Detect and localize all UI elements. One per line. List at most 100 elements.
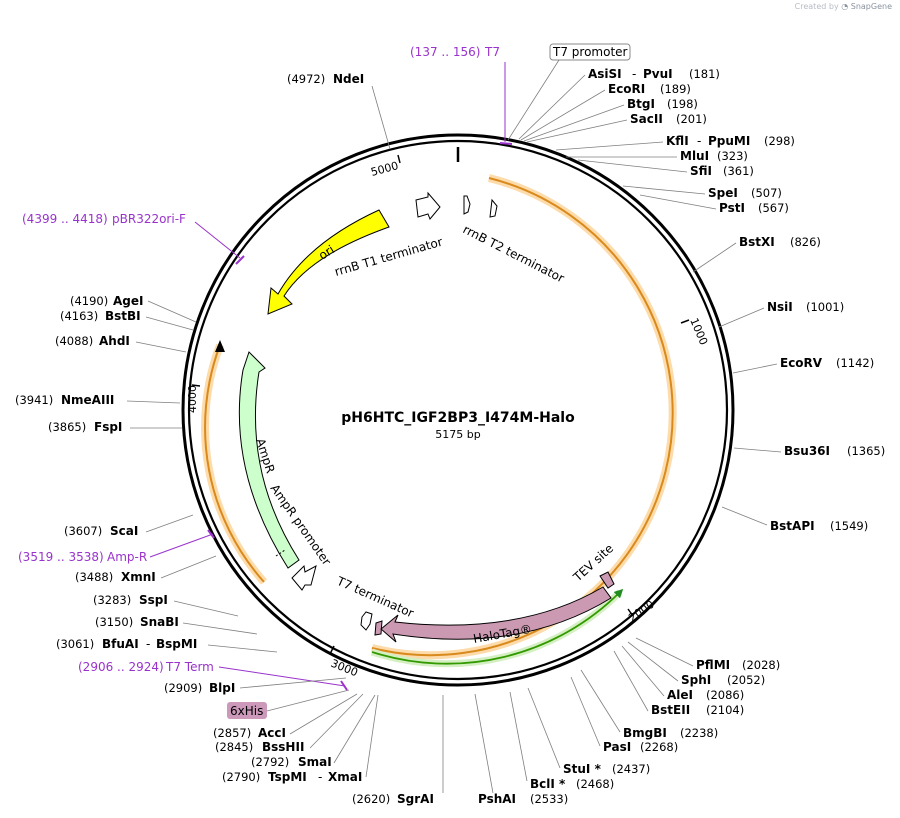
rrnb-t1-icon — [415, 191, 441, 220]
ori-feature — [267, 209, 390, 315]
his-tag-box — [227, 702, 267, 719]
backbone-outer — [181, 133, 735, 687]
enzyme-sphi: SphI — [681, 673, 711, 687]
enzyme-separator: - — [697, 134, 701, 148]
enzyme-blpi: BlpI — [209, 681, 235, 695]
primer-t7: (137 .. 156) T7 — [410, 45, 513, 145]
enzyme-bstapi: BstAPI — [770, 519, 815, 533]
primer-t7-name: T7 — [484, 45, 500, 59]
enzyme-separator: - — [146, 637, 150, 651]
enzyme-snabi: SnaBI — [140, 615, 179, 629]
enzyme-blpi-pos: (2909) — [164, 681, 202, 695]
enzyme-bcli-pos: (2468) — [576, 777, 614, 791]
primer-ampr-range: (3519 .. 3538) — [18, 550, 104, 564]
t7-promoter-box — [549, 43, 631, 61]
enzyme-xmni: XmnI — [121, 570, 156, 584]
primer-ampr-name: Amp-R — [107, 550, 147, 564]
tick-label-5000: 5000 — [369, 159, 399, 179]
enzyme-pshai-pos: (2533) — [530, 792, 568, 806]
tick-label-1000: 1000 — [687, 316, 710, 347]
enzyme-psti-pos: (567) — [758, 201, 789, 215]
enzyme-sgrai-pos: (2620) — [352, 792, 390, 806]
orf-arrow-head — [215, 340, 225, 352]
enzyme-kfli: KflI — [666, 134, 689, 148]
tick-label-3000: 3000 — [329, 657, 360, 680]
enzyme-nmeaiii: NmeAIII — [61, 393, 114, 407]
enzyme-acci: AccI — [258, 726, 286, 740]
enzyme-stui-pos: (2437) — [612, 762, 650, 776]
enzyme-nmeaiii-pos: (3941) — [15, 393, 53, 407]
primer-t7term-range: (2906 .. 2924) — [78, 660, 164, 674]
enzyme-bsteii-pos: (2104) — [706, 703, 744, 717]
enzyme-kfli-pos: (298) — [764, 134, 795, 148]
credit-brand: SnapGene — [850, 2, 892, 11]
enzyme-bsteii: BstEII — [651, 703, 690, 717]
enzyme-spei: SpeI — [708, 186, 738, 200]
orf-arc-left — [201, 343, 267, 585]
tick-label-2000: 2000 — [626, 598, 656, 625]
enzyme-separator: - — [632, 67, 636, 81]
enzyme-ahdi-pos: (4088) — [55, 334, 93, 348]
enzyme-bsu36i: Bsu36I — [784, 444, 830, 458]
ampr-feature — [238, 351, 300, 569]
enzyme-pshai: PshAI — [478, 792, 516, 806]
enzyme-bfuai-pos: (3061) — [56, 637, 94, 651]
enzyme-ecori-pos: (189) — [660, 82, 691, 96]
enzyme-bstxi-pos: (826) — [790, 235, 821, 249]
enzyme-sgrai: SgrAI — [397, 792, 434, 806]
enzyme-bsshii: BssHII — [262, 740, 304, 754]
enzyme-bmgbi-pos: (2238) — [680, 726, 718, 740]
enzyme-separator: - — [318, 770, 322, 784]
t7-terminator-label: T7 terminator — [334, 574, 416, 621]
enzyme-ahdi: AhdI — [99, 334, 130, 348]
rrnb-t2-icon-b — [489, 198, 498, 218]
primer-pbr322ori-f: (4399 .. 4418) pBR322ori-F — [22, 212, 245, 265]
enzyme-ndei-pos: (4972) — [287, 72, 325, 86]
enzyme-pasi-pos: (2268) — [640, 740, 678, 754]
enzyme-smai-pos: (2792) — [251, 755, 289, 769]
enzyme-ecorv-pos: (1142) — [836, 356, 874, 370]
plasmid-length: 5175 bp — [435, 428, 480, 441]
enzyme-sfii-pos: (361) — [723, 164, 754, 178]
enzyme-snabi-pos: (3150) — [95, 615, 133, 629]
credit-prefix: Created by — [794, 2, 839, 11]
enzyme-pflmi: PflMI — [696, 658, 730, 672]
t7-promoter-label: T7 promoter — [552, 45, 628, 59]
enzyme-sphi-pos: (2052) — [727, 673, 765, 687]
enzyme-agei: AgeI — [113, 294, 143, 308]
enzyme-ndei: NdeI — [333, 72, 364, 86]
his-tag-label: 6xHis — [230, 704, 263, 718]
enzyme-spei-pos: (507) — [751, 186, 782, 200]
enzyme-agei-pos: (4190) — [70, 294, 108, 308]
enzyme-scai: ScaI — [110, 524, 138, 538]
enzyme-sspi: SspI — [139, 593, 168, 607]
enzyme-bfuai: BfuAI — [102, 637, 139, 651]
enzyme-mlui: MluI — [680, 149, 709, 163]
enzyme-fspi: FspI — [94, 420, 122, 434]
orf-arc-right — [371, 174, 677, 660]
enzyme-xmai: XmaI — [328, 770, 362, 784]
enzyme-ppumi: PpuMI — [708, 134, 750, 148]
enzyme-acci-pos: (2857) — [213, 726, 251, 740]
ampr-promoter-arrow — [291, 564, 317, 591]
enzyme-fspi-pos: (3865) — [48, 420, 86, 434]
tev-site-feature — [599, 571, 615, 589]
enzyme-asisi: AsiSI — [588, 67, 622, 81]
enzyme-nsii-pos: (1001) — [806, 300, 844, 314]
enzyme-nsii: NsiI — [767, 300, 793, 314]
enzyme-pflmi-pos: (2028) — [742, 658, 780, 672]
enzyme-bsshii-pos: (2845) — [215, 740, 253, 754]
credit-line: Created by ◔ SnapGene — [795, 2, 892, 11]
enzyme-xmni-pos: (3488) — [75, 570, 113, 584]
enzyme-ecorv: EcoRV — [780, 356, 823, 370]
plasmid-name: pH6HTC_IGF2BP3_I474M-Halo — [341, 410, 575, 426]
enzyme-pvui: PvuI — [643, 67, 673, 81]
his-feature — [374, 620, 383, 636]
enzyme-pasi: PasI — [603, 740, 631, 754]
enzyme-btgi-pos: (198) — [667, 97, 698, 111]
enzyme-bstapi-pos: (1549) — [830, 519, 868, 533]
enzyme-btgi: BtgI — [627, 97, 655, 111]
primer-t7-range: (137 .. 156) — [410, 45, 480, 59]
enzymes-right: AsiSI PvuI - (181) EcoRI (189) BtgI (198… — [474, 67, 885, 806]
